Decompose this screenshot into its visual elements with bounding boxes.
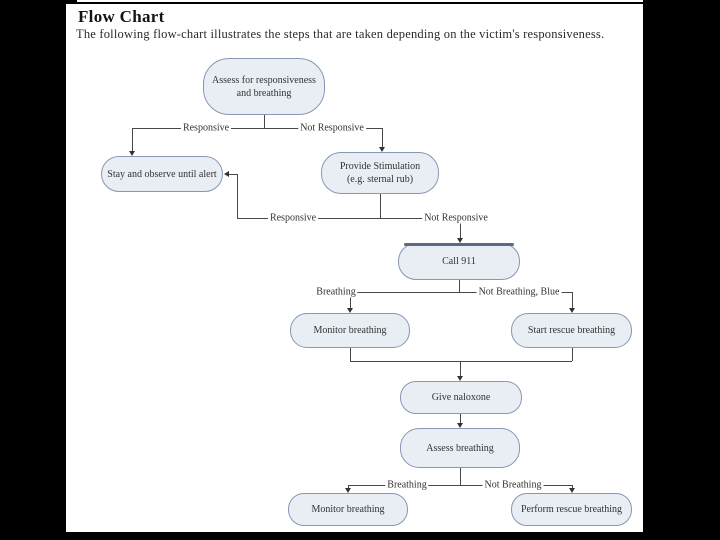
edge-label-not-breathing: Not Breathing: [482, 479, 544, 491]
node-perform-rescue-breathing: Perform rescue breathing: [511, 493, 632, 526]
node-provide-stimulation: Provide Stimulation (e.g. sternal rub): [321, 152, 439, 194]
connector-line: [348, 485, 572, 486]
node-stay-observe: Stay and observe until alert: [101, 156, 223, 192]
node-text: Call 911: [442, 256, 476, 267]
connector-line: [572, 292, 573, 308]
arrow-down-icon: [347, 308, 353, 313]
document-page: [66, 4, 643, 532]
node-text: Monitor breathing: [311, 504, 385, 515]
connector-line: [132, 128, 133, 151]
page-top-sliver: [77, 0, 643, 2]
connector-line: [460, 218, 461, 238]
arrow-down-icon: [569, 488, 575, 493]
node-text: Monitor breathing: [313, 325, 387, 336]
arrow-down-icon: [379, 147, 385, 152]
node-text: Stay and observe until alert: [107, 168, 217, 180]
node-monitor-breathing-1: Monitor breathing: [290, 313, 410, 348]
connector-line: [132, 128, 383, 129]
node-start-rescue-breathing: Start rescue breathing: [511, 313, 632, 348]
edge-label-breathing: Breathing: [314, 286, 358, 298]
node-assess-responsiveness: Assess for responsiveness and breathing: [203, 58, 325, 115]
edge-label-responsive: Responsive: [267, 212, 319, 224]
connector-line: [350, 292, 572, 293]
connector-line: [229, 174, 237, 175]
node-text: Perform rescue breathing: [520, 504, 623, 515]
connector-line: [350, 348, 351, 361]
edge-label-breathing: Breathing: [385, 479, 429, 491]
connector-line: [459, 280, 460, 292]
arrow-down-icon: [457, 376, 463, 381]
connector-line: [350, 361, 572, 362]
node-text: Start rescue breathing: [527, 325, 616, 336]
connector-line: [350, 292, 351, 308]
connector-line: [572, 348, 573, 361]
node-call-911: Call 911: [398, 243, 520, 280]
edge-label-not-responsive: Not Responsive: [422, 212, 490, 224]
arrow-down-icon: [457, 238, 463, 243]
node-text: and breathing: [236, 87, 292, 99]
node-text: Assess for responsiveness: [212, 74, 316, 86]
connector-line: [382, 128, 383, 147]
node-text: Give naloxone: [431, 392, 491, 403]
node-text: (e.g. sternal rub): [346, 174, 414, 185]
edge-label-responsive: Responsive: [180, 122, 232, 134]
node-top-edge: [404, 243, 514, 246]
arrow-down-icon: [569, 308, 575, 313]
connector-line: [380, 194, 381, 218]
arrow-down-icon: [457, 423, 463, 428]
connector-line: [348, 485, 349, 488]
node-give-naloxone: Give naloxone: [400, 381, 522, 414]
page-title: Flow Chart: [78, 7, 165, 26]
arrow-down-icon: [345, 488, 351, 493]
arrow-down-icon: [129, 151, 135, 156]
arrow-left-icon: [224, 171, 229, 177]
node-assess-breathing: Assess breathing: [400, 428, 520, 468]
connector-line: [237, 218, 460, 219]
connector-line: [264, 115, 265, 128]
edge-label-not-breathing-blue: Not Breathing, Blue: [476, 286, 562, 298]
node-text: Provide Stimulation: [339, 161, 421, 172]
edge-label-not-responsive: Not Responsive: [298, 122, 366, 134]
connector-line: [460, 361, 461, 376]
connector-line: [572, 485, 573, 488]
connector-line: [460, 414, 461, 423]
node-monitor-breathing-2: Monitor breathing: [288, 493, 408, 526]
page-subtitle: The following flow-chart illustrates the…: [76, 27, 605, 41]
connector-line: [237, 174, 238, 218]
node-text: Assess breathing: [426, 442, 494, 454]
connector-line: [460, 468, 461, 485]
